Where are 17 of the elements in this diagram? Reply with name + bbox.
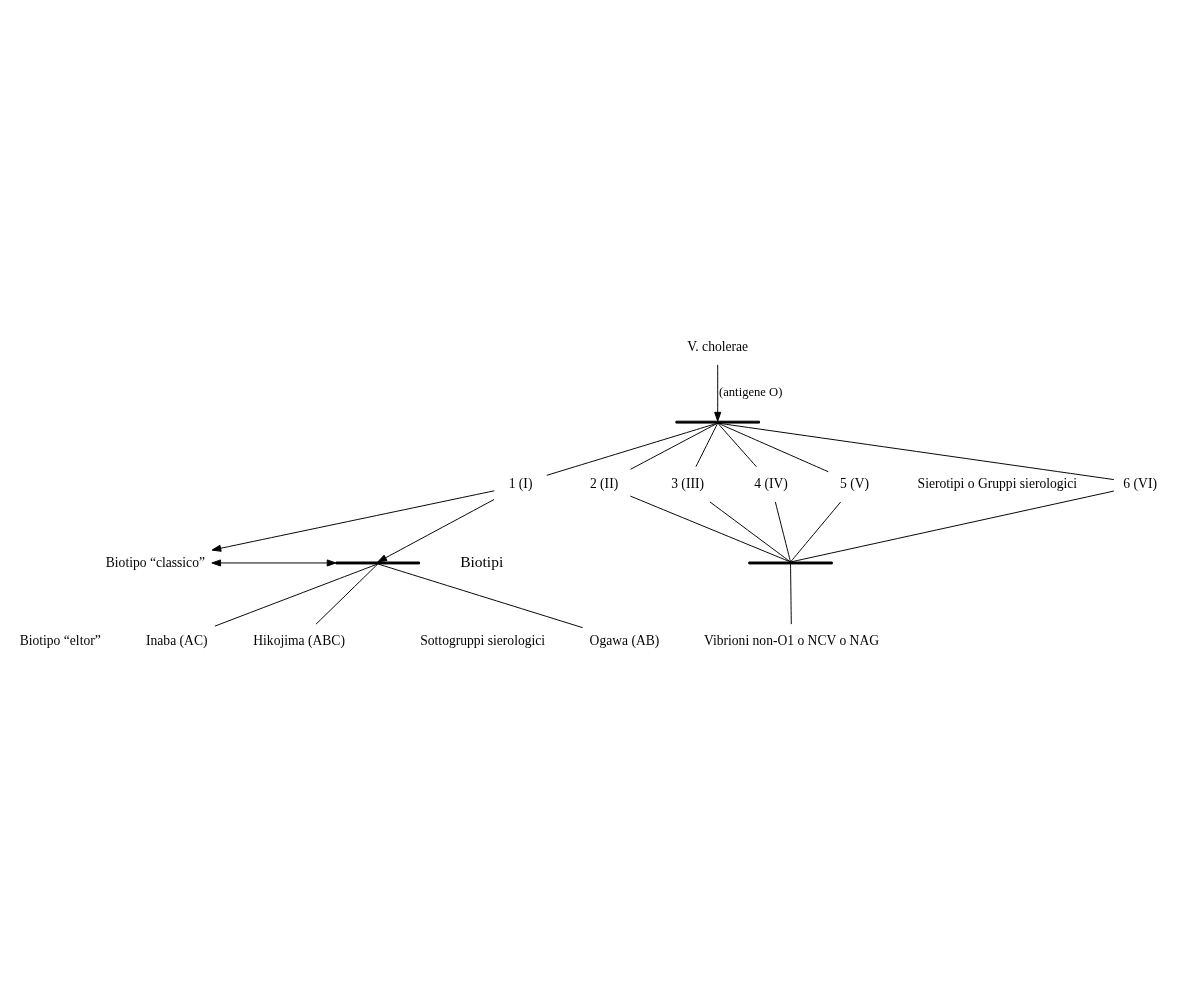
label: Biotipi [460, 552, 504, 570]
edge-label: (antigene O) [719, 385, 783, 400]
node-text: Hikojima (ABC) [253, 633, 345, 649]
node-text: Inaba (AC) [146, 633, 208, 649]
label: Sottogruppi sierologici [420, 633, 546, 649]
node-text: 4 (IV) [754, 475, 788, 491]
node-text: Biotipo “classico” [105, 554, 205, 570]
node-text: 5 (V) [840, 475, 870, 491]
node-text: 1 (I) [508, 475, 533, 491]
node-text: 3 (III) [671, 475, 704, 491]
node-text: Ogawa (AB) [589, 633, 660, 649]
node-text: 6 (VI) [1123, 475, 1157, 491]
node-text: Biotipo “eltor” [19, 633, 101, 649]
label: Sierotipi o Gruppi sierologici [917, 475, 1078, 491]
node-text: Vibrioni non-O1 o NCV o NAG [703, 633, 880, 649]
node-text: V. cholerae [687, 338, 749, 354]
node-text: 2 (II) [589, 475, 619, 491]
